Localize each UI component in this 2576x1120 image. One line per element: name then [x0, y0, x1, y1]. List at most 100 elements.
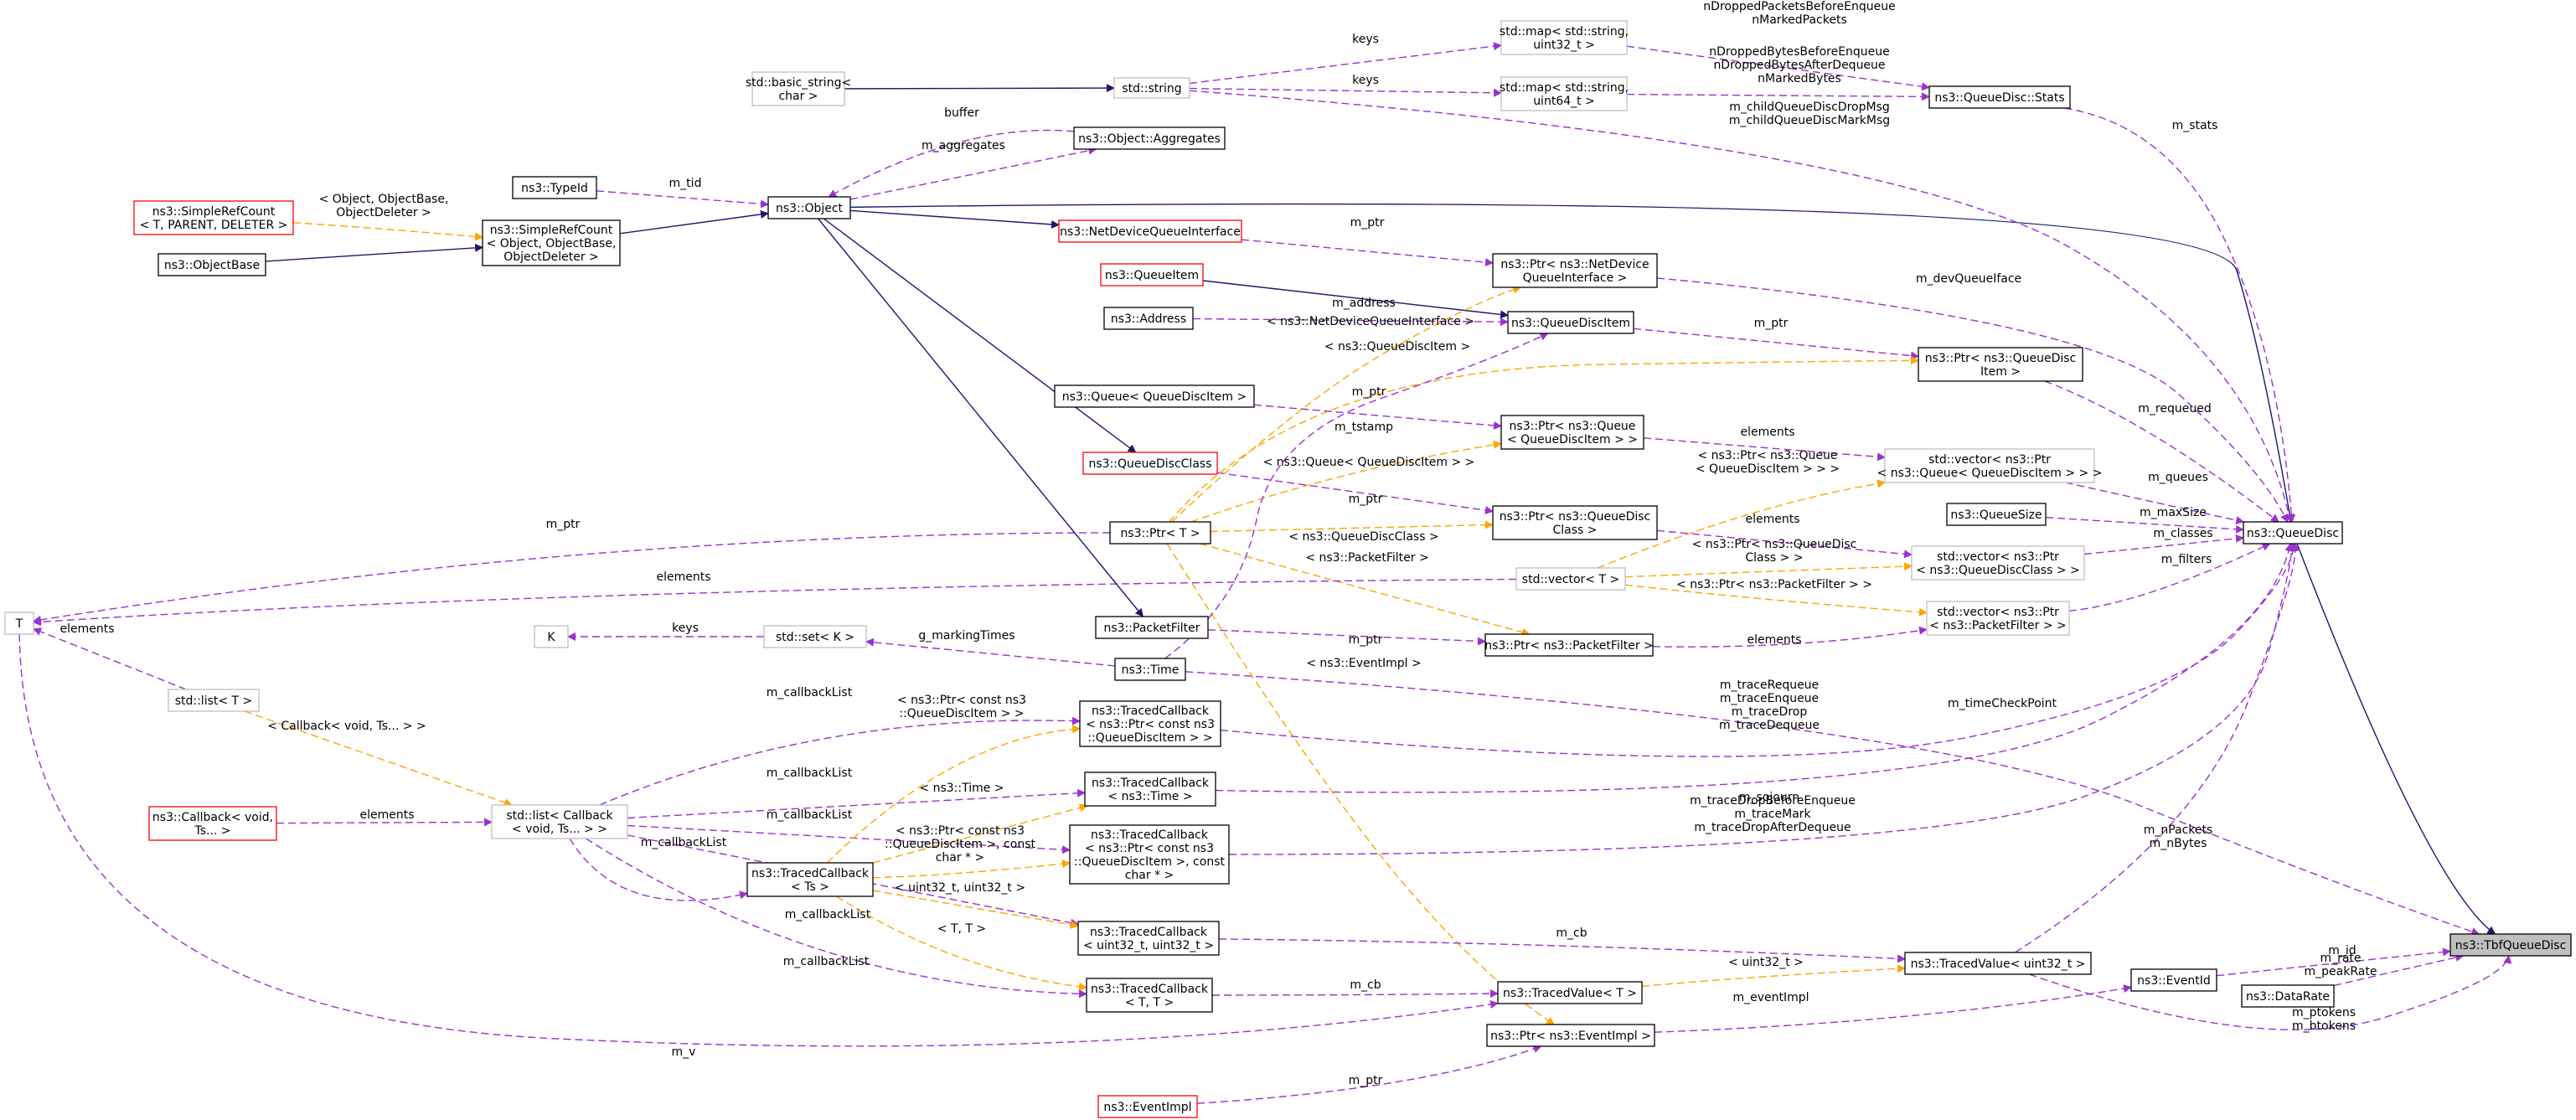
class-box[interactable] — [534, 625, 569, 648]
class-box[interactable] — [491, 804, 628, 839]
class-box[interactable] — [1515, 567, 1626, 591]
class-box[interactable] — [157, 253, 266, 276]
class-node-list-callback[interactable]: std::list< Callback< void, Ts... > > — [491, 804, 628, 839]
class-box[interactable] — [1484, 633, 1654, 657]
class-node-ptr-eventimpl[interactable]: ns3::Ptr< ns3::EventImpl > — [1486, 1024, 1655, 1047]
class-box[interactable] — [1109, 521, 1211, 545]
class-box[interactable] — [1097, 1095, 1198, 1118]
class-node-eventid[interactable]: ns3::EventId — [2130, 968, 2217, 992]
class-box[interactable] — [1103, 307, 1194, 330]
class-node-vec-ptr-qdclass[interactable]: std::vector< ns3::Ptr< ns3::QueueDiscCla… — [1911, 545, 2085, 581]
class-box[interactable] — [1084, 772, 1216, 807]
class-box[interactable] — [1497, 981, 1643, 1004]
class-box[interactable] — [1918, 347, 2083, 382]
class-box[interactable] — [148, 806, 277, 841]
class-box[interactable] — [1500, 20, 1628, 55]
class-node-packetfilter[interactable]: ns3::PacketFilter — [1095, 616, 1209, 639]
class-node-eventimpl[interactable]: ns3::EventImpl — [1097, 1095, 1198, 1118]
class-node-map-u32[interactable]: std::map< std::string,uint32_t > — [1500, 20, 1629, 55]
class-box[interactable] — [751, 71, 845, 106]
class-box[interactable] — [1946, 503, 2047, 526]
class-node-ptr-t[interactable]: ns3::Ptr< T > — [1109, 521, 1211, 545]
class-box[interactable] — [763, 625, 867, 648]
class-node-object[interactable]: ns3::Object — [767, 196, 851, 219]
class-box[interactable] — [1086, 978, 1213, 1013]
class-node-set-k[interactable]: std::set< K > — [763, 625, 867, 648]
class-box[interactable] — [2241, 984, 2335, 1008]
class-box[interactable] — [2243, 521, 2343, 545]
class-node-tv-t[interactable]: ns3::TracedValue< T > — [1497, 981, 1643, 1004]
class-box[interactable] — [482, 219, 621, 266]
class-node-vec-ptr-pf[interactable]: std::vector< ns3::Ptr< ns3::PacketFilter… — [1926, 601, 2070, 636]
class-box[interactable] — [767, 196, 851, 219]
class-box[interactable] — [1507, 311, 1634, 334]
class-node-tc-ts[interactable]: ns3::TracedCallback< Ts > — [746, 862, 874, 897]
class-node-queuesize[interactable]: ns3::QueueSize — [1946, 503, 2047, 526]
class-box[interactable] — [1082, 452, 1218, 475]
class-node-tc-ptr-qdi[interactable]: ns3::TracedCallback< ns3::Ptr< const ns3… — [1079, 700, 1221, 747]
class-node-srcount-t[interactable]: ns3::SimpleRefCount< T, PARENT, DELETER … — [133, 200, 294, 235]
class-box[interactable] — [168, 689, 260, 712]
class-box[interactable] — [1926, 601, 2070, 636]
class-box[interactable] — [1492, 253, 1658, 288]
class-box[interactable] — [1077, 921, 1220, 956]
class-node-list-t[interactable]: std::list< T > — [168, 689, 260, 712]
class-box[interactable] — [2450, 933, 2572, 957]
class-box[interactable] — [1911, 545, 2085, 581]
class-node-datarate[interactable]: ns3::DataRate — [2241, 984, 2335, 1008]
class-box[interactable] — [1114, 658, 1186, 681]
class-node-srcount[interactable]: ns3::SimpleRefCount< Object, ObjectBase,… — [482, 219, 621, 266]
class-node-tc-time[interactable]: ns3::TracedCallback< ns3::Time > — [1084, 772, 1216, 807]
class-node-tc-u32[interactable]: ns3::TracedCallback< uint32_t, uint32_t … — [1077, 921, 1220, 956]
class-node-callback[interactable]: ns3::Callback< void,Ts... > — [148, 806, 277, 841]
class-node-stats[interactable]: ns3::QueueDisc::Stats — [1928, 85, 2071, 109]
class-box[interactable] — [1079, 700, 1221, 747]
class-box[interactable] — [2130, 968, 2217, 992]
class-box[interactable] — [1492, 505, 1658, 540]
class-box[interactable] — [1073, 126, 1226, 150]
class-box[interactable] — [1054, 385, 1255, 408]
class-box[interactable] — [1100, 263, 1204, 286]
class-node-ptr-pf[interactable]: ns3::Ptr< ns3::PacketFilter > — [1484, 633, 1654, 657]
class-node-qditem[interactable]: ns3::QueueDiscItem — [1507, 311, 1634, 334]
class-box[interactable] — [746, 862, 874, 897]
class-node-T[interactable]: T — [4, 612, 34, 635]
class-box[interactable] — [1500, 415, 1644, 450]
class-node-queuedisc[interactable]: ns3::QueueDisc — [2243, 521, 2343, 545]
class-box[interactable] — [1904, 952, 2092, 975]
class-node-queue-qdi[interactable]: ns3::Queue< QueueDiscItem > — [1054, 385, 1255, 408]
class-node-tv-u32[interactable]: ns3::TracedValue< uint32_t > — [1904, 952, 2092, 975]
class-node-qdclass[interactable]: ns3::QueueDiscClass — [1082, 452, 1218, 475]
class-node-vec-ptr-queue[interactable]: std::vector< ns3::Ptr< ns3::Queue< Queue… — [1877, 448, 2103, 483]
class-node-string[interactable]: std::string — [1113, 77, 1190, 99]
class-node-K[interactable]: K — [534, 625, 569, 648]
class-node-tbf[interactable]: ns3::TbfQueueDisc — [2450, 933, 2572, 957]
class-box[interactable] — [1884, 448, 2095, 483]
class-node-tc-ptr-qdi-char[interactable]: ns3::TracedCallback< ns3::Ptr< const ns3… — [1069, 824, 1230, 885]
class-box[interactable] — [1113, 77, 1190, 99]
class-node-time[interactable]: ns3::Time — [1114, 658, 1186, 681]
class-node-queueitem[interactable]: ns3::QueueItem — [1100, 263, 1204, 286]
class-box[interactable] — [133, 200, 294, 235]
class-node-vector-t[interactable]: std::vector< T > — [1515, 567, 1626, 591]
class-box[interactable] — [1095, 616, 1209, 639]
class-node-tc-tt[interactable]: ns3::TracedCallback< T, T > — [1086, 978, 1213, 1013]
class-box[interactable] — [1928, 85, 2071, 109]
class-node-objectbase[interactable]: ns3::ObjectBase — [157, 253, 266, 276]
class-node-typeid[interactable]: ns3::TypeId — [512, 176, 597, 199]
class-node-map-u64[interactable]: std::map< std::string,uint64_t > — [1500, 76, 1629, 111]
class-node-basic-string[interactable]: std::basic_string<char > — [746, 71, 851, 106]
class-node-ptr-queue[interactable]: ns3::Ptr< ns3::Queue< QueueDiscItem > > — [1500, 415, 1644, 450]
class-box[interactable] — [4, 612, 34, 635]
class-box[interactable] — [1486, 1024, 1655, 1047]
class-box[interactable] — [1069, 824, 1230, 885]
class-node-address[interactable]: ns3::Address — [1103, 307, 1194, 330]
class-node-aggregates[interactable]: ns3::Object::Aggregates — [1073, 126, 1226, 150]
class-box[interactable] — [1058, 219, 1242, 243]
class-node-ndqi[interactable]: ns3::NetDeviceQueueInterface — [1058, 219, 1242, 243]
class-box[interactable] — [512, 176, 597, 199]
class-box[interactable] — [1500, 76, 1628, 111]
